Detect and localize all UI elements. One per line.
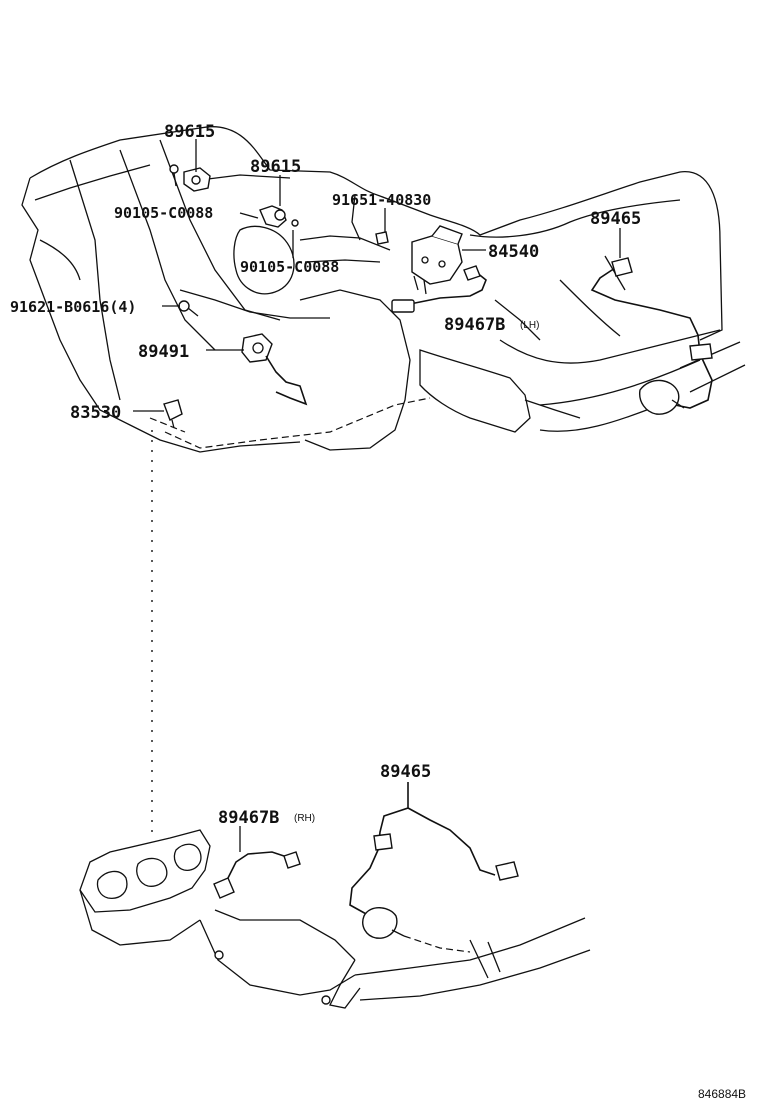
leader-lines-upper [133,139,621,412]
label-90105-lower[interactable]: 90105-C0088 [240,258,339,276]
switch-84540[interactable] [411,225,463,295]
oxygen-sensor-89467b-rh[interactable] [213,851,301,899]
label-89465-bottom[interactable]: 89465 [380,762,431,782]
label-89467b-rh-side: (RH) [294,813,315,824]
label-89615-mid[interactable]: 89615 [250,157,301,177]
sensor-89465-upper[interactable] [590,257,713,415]
knock-sensor-89615-lower[interactable] [259,205,299,228]
label-89467b-rh[interactable]: 89467B [218,808,279,828]
label-90105-upper[interactable]: 90105-C0088 [114,204,213,222]
label-84540[interactable]: 84540 [488,242,539,262]
label-89467b-lh-side: (LH) [520,320,539,331]
label-89465-top[interactable]: 89465 [590,209,641,229]
oxygen-sensor-89467b-lh[interactable] [391,265,487,313]
knock-sensor-89615-upper[interactable] [183,167,211,192]
engine-outline [21,126,723,453]
sensor-89491[interactable] [241,333,308,406]
bolt-91651-icon [375,231,389,245]
label-91621[interactable]: 91621-B0616(4) [10,298,136,316]
label-89491[interactable]: 89491 [138,342,189,362]
label-89467b-lh[interactable]: 89467B [444,315,505,335]
switch-83530[interactable] [163,399,183,429]
label-89615-top[interactable]: 89615 [164,122,215,142]
bolt-icon [169,164,179,187]
diagram-code: 846884B [698,1087,746,1101]
exhaust-manifold-lower [79,829,591,1009]
label-91651[interactable]: 91651-40830 [332,191,431,209]
sensor-89465-lower[interactable] [349,782,519,953]
label-83530[interactable]: 83530 [70,403,121,423]
